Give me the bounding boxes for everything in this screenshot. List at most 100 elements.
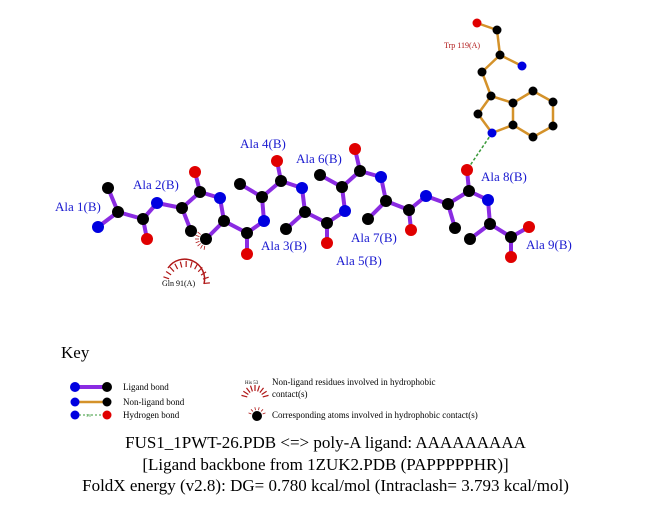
carbon-atom bbox=[176, 202, 188, 214]
carbon-atom bbox=[403, 204, 415, 216]
key-title: Key bbox=[61, 343, 90, 362]
key-ligand-bond-label: Ligand bond bbox=[123, 382, 169, 392]
hydrophobic-spike bbox=[200, 244, 203, 249]
key-hbond-distance: 3.0 bbox=[86, 413, 91, 418]
nitrogen-atom bbox=[517, 61, 527, 71]
hydrophobic-spike bbox=[261, 390, 267, 396]
carbon-atom bbox=[473, 109, 483, 119]
nitrogen-atom bbox=[339, 205, 351, 217]
hydrophobic-spike bbox=[200, 271, 207, 276]
oxygen-atom bbox=[271, 155, 283, 167]
carbon-atom bbox=[102, 182, 114, 194]
carbon-atom bbox=[508, 98, 518, 108]
hydrophobic-spike bbox=[197, 231, 201, 235]
carbon-atom bbox=[241, 227, 253, 239]
key-nonligand-bond-icon bbox=[70, 397, 112, 407]
oxygen-atom bbox=[189, 166, 201, 178]
carbon-atom bbox=[528, 132, 538, 142]
hydrophobic-spike bbox=[260, 409, 264, 412]
carbon-atom bbox=[256, 191, 268, 203]
carbon-atom bbox=[299, 206, 311, 218]
caption-line-2: [Ligand backbone from 1ZUK2.PDB (PAPPPPP… bbox=[142, 455, 509, 474]
oxygen-atom bbox=[321, 237, 333, 249]
hydrophobic-spike bbox=[254, 407, 256, 411]
carbon-atom bbox=[314, 169, 326, 181]
carbon-atom bbox=[362, 213, 374, 225]
hydrophobic-spike bbox=[179, 261, 183, 268]
nitrogen-atom bbox=[296, 182, 308, 194]
nitrogen-atom bbox=[487, 128, 497, 138]
hydrophobic-spike bbox=[257, 385, 261, 392]
key-ligand-bond-icon bbox=[70, 382, 112, 392]
hydrophobic-spike bbox=[241, 394, 248, 398]
hydrophobic-spike bbox=[203, 245, 206, 250]
hydrophobic-spike bbox=[194, 263, 199, 270]
hydrophobic-spike bbox=[248, 412, 252, 415]
oxygen-atom bbox=[141, 233, 153, 245]
hydrophobic-spike bbox=[250, 409, 254, 412]
carbon-atom bbox=[194, 186, 206, 198]
carbon-atom bbox=[252, 411, 262, 421]
carbon-atom bbox=[218, 215, 230, 227]
hydrophobic-spike bbox=[262, 412, 266, 415]
residue-label: Ala 6(B) bbox=[296, 151, 342, 166]
nitrogen-atom bbox=[258, 215, 270, 227]
carbon-atom bbox=[492, 25, 502, 35]
key-hydrophobic-example-label: His 53 bbox=[245, 381, 259, 386]
hydrophobic-spike bbox=[258, 407, 260, 411]
carbon-atom bbox=[200, 233, 212, 245]
key-hydrophobic-residues-label-2: contact(s) bbox=[272, 389, 307, 399]
oxygen-atom bbox=[505, 251, 517, 263]
hydrophobic-spike bbox=[197, 243, 201, 247]
carbon-atom bbox=[548, 97, 558, 107]
key-nonligand-bond-label: Non-ligand bond bbox=[123, 397, 185, 407]
carbon-atom bbox=[185, 225, 197, 237]
residue-label: Ala 7(B) bbox=[351, 230, 397, 245]
carbon-atom bbox=[528, 86, 538, 96]
residue-label: Ala 8(B) bbox=[481, 169, 527, 184]
nitrogen-atom bbox=[151, 197, 163, 209]
hydrophobic-spike bbox=[195, 234, 200, 237]
nitrogen-atom bbox=[420, 190, 432, 202]
key-hydrophobic-atoms-label: Corresponding atoms involved in hydropho… bbox=[272, 410, 478, 420]
oxygen-atom bbox=[241, 248, 253, 260]
hydrophobic-contact-gln91 bbox=[163, 258, 210, 285]
carbon-atom bbox=[548, 121, 558, 131]
hydrogen-bond bbox=[466, 132, 493, 171]
hydrophobic-spike bbox=[174, 263, 179, 270]
oxygen-atom bbox=[405, 224, 417, 236]
nitrogen-atom bbox=[214, 192, 226, 204]
caption-line-1: FUS1_1PWT-26.PDB <=> poly-A ligand: AAAA… bbox=[125, 433, 526, 452]
oxygen-atom bbox=[472, 18, 482, 28]
nitrogen-atom bbox=[92, 221, 104, 233]
carbon-atom bbox=[354, 165, 366, 177]
hydrophobic-spike bbox=[259, 387, 264, 394]
residue-label: Ala 4(B) bbox=[240, 136, 286, 151]
hydrophobic-spike bbox=[246, 387, 251, 394]
carbon-atom bbox=[321, 217, 333, 229]
residue-label: Ala 1(B) bbox=[55, 199, 101, 214]
nonligand-residue-label: Trp 119(A) bbox=[444, 41, 480, 50]
carbon-atom bbox=[275, 175, 287, 187]
hydrophobic-spike bbox=[169, 266, 175, 272]
hydrophobic-residue-label: Gln 91(A) bbox=[162, 279, 195, 288]
carbon-atom bbox=[442, 198, 454, 210]
carbon-atom bbox=[508, 120, 518, 130]
oxygen-atom bbox=[461, 164, 473, 176]
carbon-atom bbox=[463, 185, 475, 197]
residue-label: Ala 9(B) bbox=[526, 237, 572, 252]
hydrophobic-spike bbox=[203, 282, 210, 285]
hydrophobic-spike bbox=[197, 266, 203, 273]
oxygen-atom bbox=[523, 221, 535, 233]
hydrophobic-spike bbox=[243, 390, 249, 396]
hydrophobic-spike bbox=[262, 394, 269, 398]
oxygen-atom bbox=[349, 143, 361, 155]
carbon-atom bbox=[486, 91, 496, 101]
hydrophobic-arc bbox=[167, 258, 206, 285]
residue-label: Ala 5(B) bbox=[336, 253, 382, 268]
key-hydrophobic-atom-icon bbox=[248, 407, 266, 421]
hydrophobic-spike bbox=[165, 271, 172, 276]
nitrogen-atom bbox=[482, 194, 494, 206]
